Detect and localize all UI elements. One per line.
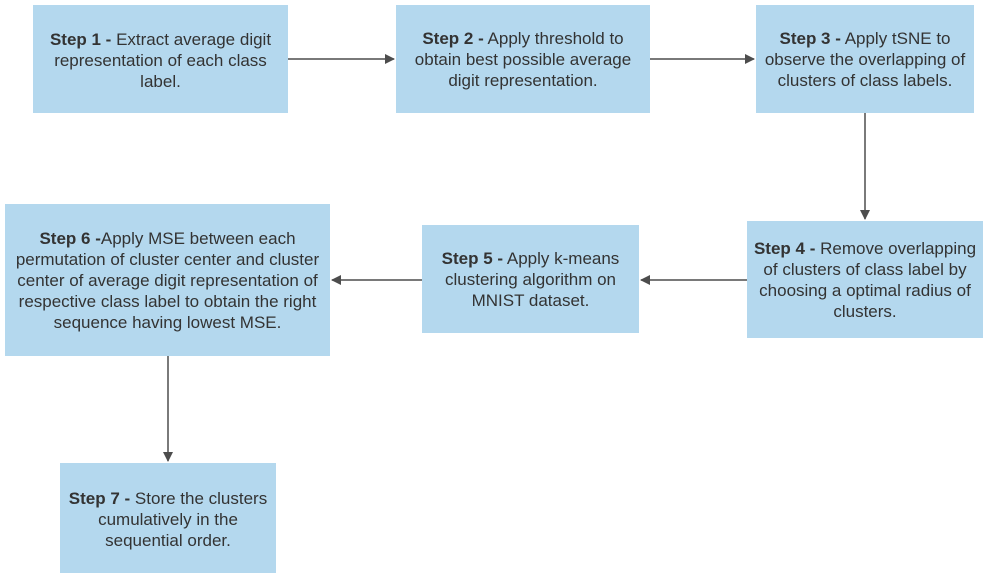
step-2-label: Step 2 - [422, 28, 484, 48]
step-4-box: Step 4 - Remove overlapping of clusters … [747, 221, 983, 338]
step-7-text: Step 7 - Store the clusters cumulatively… [66, 486, 270, 551]
step-3-box: Step 3 - Apply tSNE to observe the overl… [756, 5, 974, 113]
step-5-label: Step 5 - [441, 248, 504, 268]
step-7-description: Store the clusters cumulatively in the s… [98, 488, 268, 550]
step-1-label: Step 1 - [49, 29, 112, 49]
step-2-box: Step 2 - Apply threshold to obtain best … [396, 5, 650, 113]
step-7-box: Step 7 - Store the clusters cumulatively… [60, 463, 276, 573]
step-5-description: Apply k-means clustering algorithm on MN… [444, 248, 620, 310]
step-1-description: Extract average digit representation of … [54, 29, 272, 91]
step-3-description: Apply tSNE to observe the overlapping of… [764, 28, 966, 90]
step-6-description: Apply MSE between each permutation of cl… [15, 228, 320, 332]
step-4-text: Step 4 - Remove overlapping of clusters … [753, 238, 977, 322]
step-6-text: Step 6 -Apply MSE between each permutati… [11, 228, 324, 333]
step-4-description: Remove overlapping of clusters of class … [759, 238, 977, 321]
step-6-label: Step 6 - [39, 228, 101, 248]
step-3-text: Step 3 - Apply tSNE to observe the overl… [762, 28, 968, 91]
step-2-description: Apply threshold to obtain best possible … [414, 28, 632, 90]
step-7-label: Step 7 - [68, 488, 131, 508]
step-1-box: Step 1 - Extract average digit represent… [33, 5, 288, 113]
step-5-text: Step 5 - Apply k-means clustering algori… [428, 248, 633, 311]
step-3-label: Step 3 - [779, 28, 841, 48]
step-2-text: Step 2 - Apply threshold to obtain best … [402, 28, 644, 91]
step-6-box: Step 6 -Apply MSE between each permutati… [5, 204, 330, 356]
step-4-label: Step 4 - [753, 238, 816, 258]
step-5-box: Step 5 - Apply k-means clustering algori… [422, 225, 639, 333]
step-1-text: Step 1 - Extract average digit represent… [39, 27, 282, 92]
